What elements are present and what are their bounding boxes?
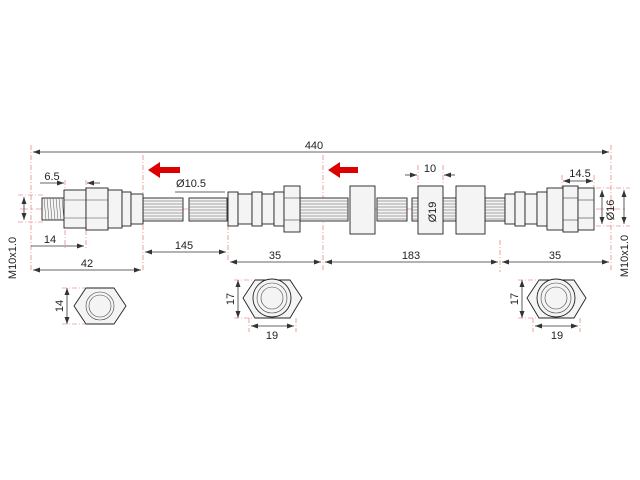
dim-hose-diameter: Ø10.5 — [176, 178, 206, 190]
hose-body — [142, 197, 506, 222]
dimension-labels: 440 6.5 Ø10.5 14 M10x1.0 42 145 35 183 3… — [7, 140, 631, 342]
dim-right-diameter: Ø16 — [605, 200, 617, 221]
dimension-lines — [21, 149, 627, 273]
hex-view-mid — [234, 278, 303, 332]
dim-left-section-length: 42 — [81, 258, 93, 270]
dim-bracket-width: 10 — [424, 163, 436, 175]
bracket-sleeves — [349, 185, 486, 235]
dim-total-length: 440 — [305, 140, 323, 152]
hex-view-left — [62, 287, 127, 325]
dim-mid-span: 183 — [402, 250, 420, 262]
dim-hex-right-height: 17 — [509, 293, 521, 305]
dim-hex-mid-width: 19 — [266, 330, 278, 342]
dim-left-span: 145 — [175, 240, 193, 252]
dim-right-fitting-length: 35 — [549, 250, 561, 262]
left-fitting — [41, 187, 144, 231]
dim-right-thread-spec: M10x1.0 — [619, 235, 631, 277]
dim-hex-mid-height: 17 — [225, 293, 237, 305]
dim-hex-right-width: 19 — [551, 330, 563, 342]
dim-left-thread-spec: M10x1.0 — [7, 237, 19, 279]
dim-left-fitting-length: 14 — [44, 234, 56, 246]
dim-right-thread-length: 14.5 — [569, 168, 590, 180]
dim-thread-length-left: 6.5 — [44, 171, 59, 183]
hex-view-right — [518, 278, 587, 332]
dim-hex-left-height: 14 — [54, 300, 66, 312]
right-fitting — [504, 185, 595, 233]
dim-bracket-diameter: Ø19 — [427, 202, 439, 223]
mid-fitting — [227, 185, 301, 233]
arrow-left-icon — [328, 162, 358, 178]
arrow-left-icon — [148, 162, 180, 178]
dim-mid-fitting-length: 35 — [269, 250, 281, 262]
